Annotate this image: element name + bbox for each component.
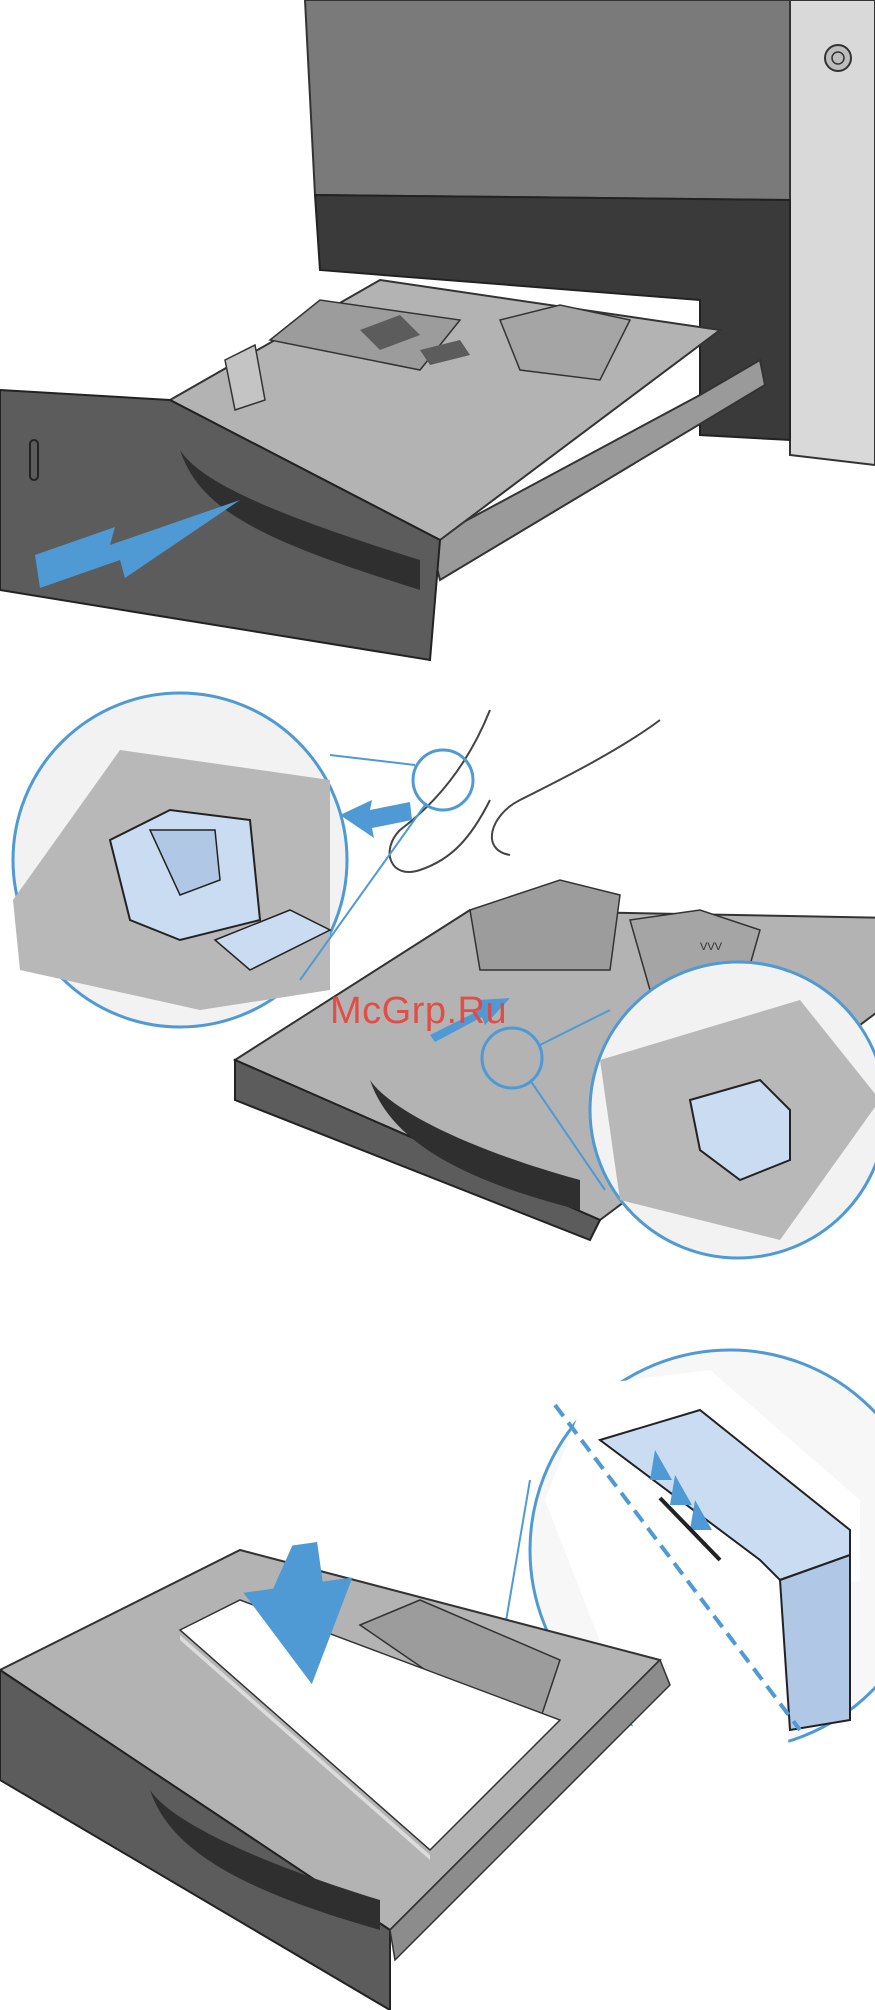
hand-left — [390, 710, 490, 872]
focus-ring-left — [413, 750, 473, 810]
power-icon — [825, 45, 851, 71]
hand-right — [492, 720, 660, 855]
watermark-text: McGrp.Ru — [330, 990, 507, 1033]
printer-body — [305, 0, 790, 200]
slide-left-arrow-icon — [340, 800, 412, 838]
step1-open-tray-illustration — [0, 0, 875, 680]
tray-marking-text: VVV — [700, 941, 723, 953]
step3-load-paper-illustration — [0, 1300, 875, 2010]
step3-svg — [0, 1300, 875, 2010]
step1-svg — [0, 0, 875, 680]
